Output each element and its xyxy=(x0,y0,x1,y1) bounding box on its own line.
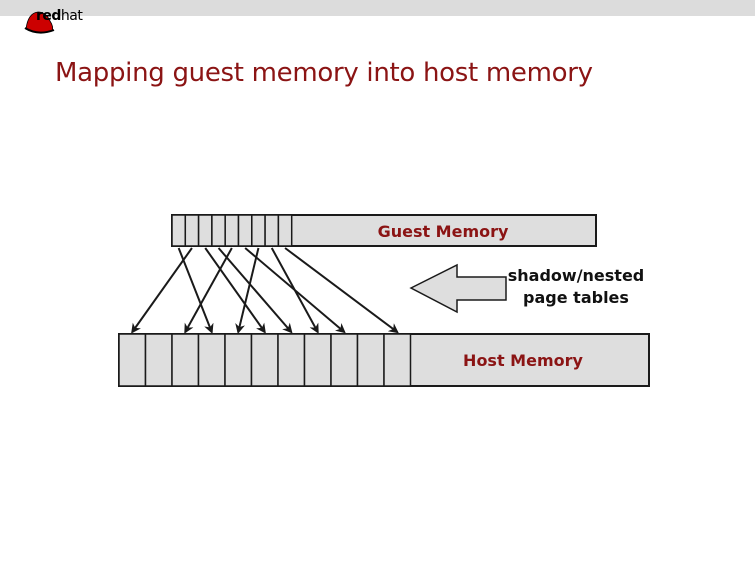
guest-page-5 xyxy=(237,214,253,247)
guest-page-0 xyxy=(171,214,187,247)
left-arrow-icon xyxy=(409,263,507,314)
guest-page-2 xyxy=(197,214,213,247)
host-page-8 xyxy=(330,333,359,387)
mapping-arrow-4 xyxy=(184,247,233,334)
guest-page-1 xyxy=(184,214,200,247)
translation-label-line1: shadow/nested xyxy=(508,266,645,285)
guest-page-4 xyxy=(224,214,240,247)
host-memory-label: Host Memory xyxy=(463,351,583,370)
mapping-arrow-8 xyxy=(284,247,399,334)
host-page-10 xyxy=(383,333,412,387)
translation-arrow: shadow/nested page tables xyxy=(409,263,645,314)
mapping-arrow-1 xyxy=(131,247,193,334)
brand-light: hat xyxy=(60,8,83,24)
host-page-4 xyxy=(224,333,253,387)
host-page-7 xyxy=(303,333,332,387)
mapping-arrows xyxy=(131,247,399,334)
translation-label-line2: page tables xyxy=(523,288,629,307)
guest-memory-label: Guest Memory xyxy=(378,222,509,241)
host-page-0 xyxy=(118,333,147,387)
mapping-arrow-3 xyxy=(217,247,293,334)
host-page-1 xyxy=(144,333,173,387)
host-page-6 xyxy=(277,333,306,387)
mapping-arrow-0 xyxy=(177,247,214,334)
host-page-9 xyxy=(356,333,385,387)
guest-page-7 xyxy=(264,214,280,247)
guest-page-6 xyxy=(251,214,266,247)
top-bar xyxy=(0,0,755,16)
guest-page-3 xyxy=(211,214,226,247)
slide-title: Mapping guest memory into host memory xyxy=(55,58,593,88)
mapping-arrow-2 xyxy=(204,247,266,334)
brand-bold: red xyxy=(36,8,61,24)
guest-memory: Guest Memory xyxy=(171,214,597,247)
mapping-arrow-6 xyxy=(235,247,260,334)
host-memory: Host Memory xyxy=(118,333,650,387)
host-page-3 xyxy=(197,333,226,387)
brand-logo: redhat xyxy=(36,8,83,24)
host-page-2 xyxy=(171,333,200,387)
mapping-arrow-7 xyxy=(270,247,319,334)
host-page-5 xyxy=(250,333,279,387)
guest-page-8 xyxy=(277,214,293,247)
redhat-fedora-icon xyxy=(24,11,55,34)
